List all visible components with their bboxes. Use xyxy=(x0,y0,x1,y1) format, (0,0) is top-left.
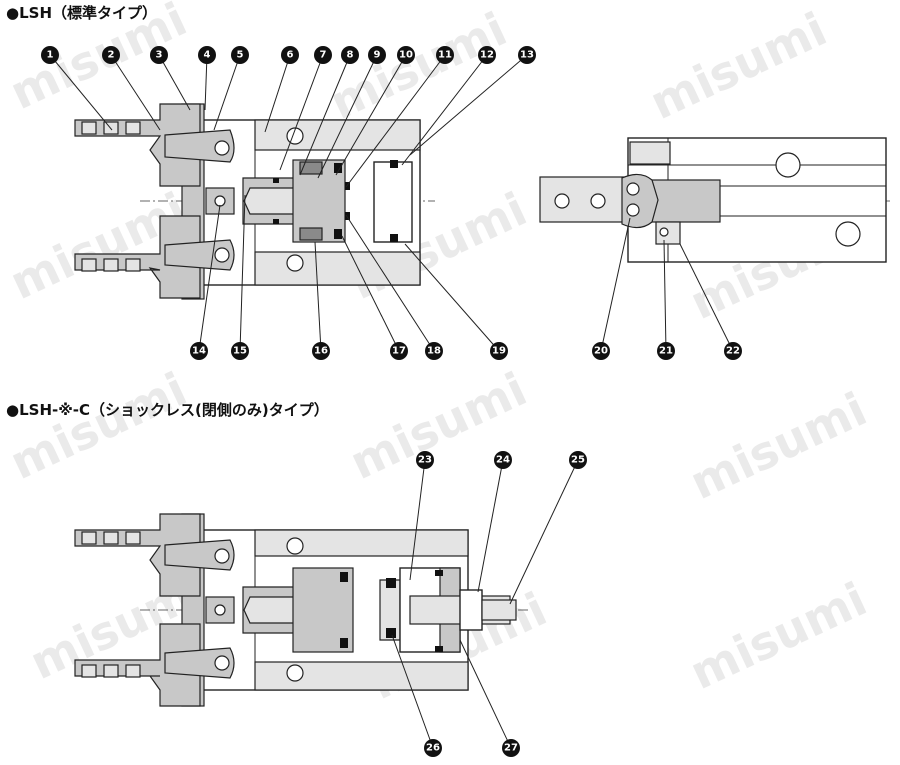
callout-20: 20 xyxy=(592,342,610,360)
svg-text:11: 11 xyxy=(438,50,452,61)
svg-text:8: 8 xyxy=(347,50,354,61)
callout-16: 16 xyxy=(312,342,330,360)
callout-2: 2 xyxy=(102,46,120,64)
svg-text:24: 24 xyxy=(496,455,510,466)
callouts: 1 2 3 4 5 6 7 8 9 10 11 12 13 14 15 16 1… xyxy=(41,46,742,757)
watermark: misumi xyxy=(642,2,835,130)
svg-text:16: 16 xyxy=(314,346,328,357)
svg-text:7: 7 xyxy=(320,50,327,61)
lsh-side-view-drawing xyxy=(539,137,890,263)
callout-25: 25 xyxy=(569,451,587,469)
callout-1: 1 xyxy=(41,46,59,64)
svg-text:14: 14 xyxy=(192,346,206,357)
watermark: misumi xyxy=(2,362,195,490)
svg-text:17: 17 xyxy=(392,346,406,357)
svg-text:5: 5 xyxy=(237,50,244,61)
callout-15: 15 xyxy=(231,342,249,360)
callout-9: 9 xyxy=(368,46,386,64)
callout-6: 6 xyxy=(281,46,299,64)
svg-text:19: 19 xyxy=(492,346,506,357)
svg-text:26: 26 xyxy=(426,743,440,754)
svg-text:20: 20 xyxy=(594,346,608,357)
svg-text:12: 12 xyxy=(480,50,494,61)
svg-text:21: 21 xyxy=(659,346,673,357)
callout-8: 8 xyxy=(341,46,359,64)
leader-lines xyxy=(49,54,734,749)
callout-26: 26 xyxy=(424,739,442,757)
callout-3: 3 xyxy=(150,46,168,64)
svg-text:23: 23 xyxy=(418,455,432,466)
callout-11: 11 xyxy=(436,46,454,64)
callout-24: 24 xyxy=(494,451,512,469)
section-title-shockless: ●LSH-※-C（ショックレス(閉側のみ)タイプ） xyxy=(6,401,329,419)
callout-12: 12 xyxy=(478,46,496,64)
callout-23: 23 xyxy=(416,451,434,469)
watermark: misumi xyxy=(682,382,875,510)
svg-text:1: 1 xyxy=(47,50,54,61)
callout-27: 27 xyxy=(502,739,520,757)
callout-4: 4 xyxy=(198,46,216,64)
callout-14: 14 xyxy=(190,342,208,360)
svg-text:4: 4 xyxy=(204,50,211,61)
lsh-shockless-drawing xyxy=(74,513,530,707)
svg-text:10: 10 xyxy=(399,50,413,61)
callout-7: 7 xyxy=(314,46,332,64)
callout-18: 18 xyxy=(425,342,443,360)
lsh-standard-drawing xyxy=(74,103,435,300)
callout-22: 22 xyxy=(724,342,742,360)
callout-10: 10 xyxy=(397,46,415,64)
svg-text:22: 22 xyxy=(726,346,740,357)
svg-text:2: 2 xyxy=(108,50,115,61)
svg-text:13: 13 xyxy=(520,50,534,61)
svg-text:6: 6 xyxy=(287,50,294,61)
watermark: misumi xyxy=(682,572,875,700)
watermark: misumi xyxy=(342,362,535,490)
section-title-standard: ●LSH（標準タイプ） xyxy=(6,4,157,22)
svg-text:27: 27 xyxy=(504,743,518,754)
callout-17: 17 xyxy=(390,342,408,360)
svg-text:25: 25 xyxy=(571,455,585,466)
callout-5: 5 xyxy=(231,46,249,64)
callout-19: 19 xyxy=(490,342,508,360)
callout-21: 21 xyxy=(657,342,675,360)
svg-text:15: 15 xyxy=(233,346,247,357)
svg-text:9: 9 xyxy=(374,50,381,61)
svg-text:3: 3 xyxy=(156,50,163,61)
svg-text:18: 18 xyxy=(427,346,441,357)
callout-13: 13 xyxy=(518,46,536,64)
